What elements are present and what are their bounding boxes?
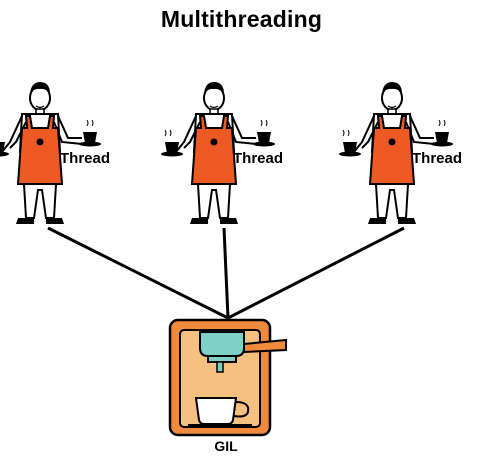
thread-label-1: Thread [60, 150, 111, 167]
connector-middle [222, 227, 230, 319]
connector-right [227, 226, 405, 320]
thread-label-3: Thread [412, 150, 463, 167]
coffee-machine-icon [168, 318, 287, 437]
gil-label: GIL [214, 438, 238, 454]
diagram-title: Multithreading [160, 6, 323, 32]
connector-left [47, 226, 229, 320]
thread-label-2: Thread [233, 150, 284, 167]
